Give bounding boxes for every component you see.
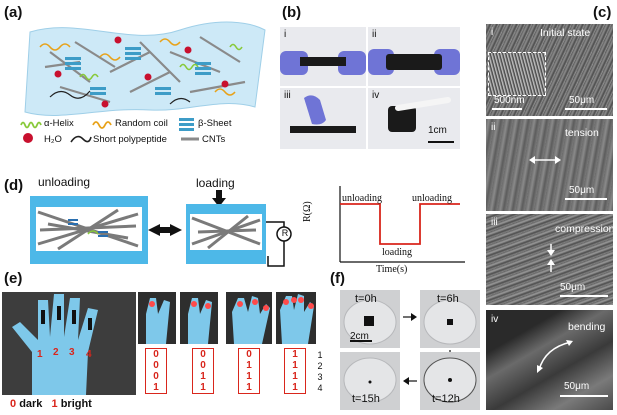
state-bending: bending: [568, 321, 606, 333]
plot-label-loading: loading: [382, 247, 412, 258]
photo-b-ii: [368, 27, 460, 86]
compression-arrows-icon: [547, 244, 555, 272]
panel-label-b: (b): [282, 4, 302, 21]
water-molecule-icon: [23, 133, 33, 143]
label-unloading: unloading: [38, 175, 91, 189]
legend-e: 0 dark 1 bright: [10, 398, 92, 410]
panel-label-c: (c): [593, 4, 612, 21]
panel-label-f: (f): [330, 270, 345, 287]
scale-bar-c-iv: [560, 395, 608, 397]
legend-alpha-helix: α-Helix: [44, 118, 74, 129]
photo-e-glove: [2, 292, 136, 395]
label-c-i: i: [491, 27, 494, 38]
label-b-ii: ii: [372, 29, 377, 40]
photo-e-gesture-1: [138, 292, 176, 344]
resistor-icon: [276, 226, 292, 242]
bending-arrow-icon: [537, 340, 573, 373]
sem-c-ii: [486, 119, 613, 211]
scale-c-ii: 50μm: [569, 185, 595, 196]
sem-inset: [488, 52, 546, 96]
legend-one: 1: [51, 398, 58, 410]
scale-bar-c-inset: [492, 108, 522, 110]
finger-number-3: 3: [69, 347, 75, 358]
sem-c-iii: [486, 214, 613, 305]
photo-b-iii: [280, 88, 366, 149]
photo-f-12h: [420, 352, 480, 410]
scale-f: 2cm: [350, 331, 369, 342]
resistor-label: R: [281, 228, 289, 238]
plot-xlabel: Time(s): [376, 264, 408, 275]
panel-label-e: (e): [4, 270, 23, 287]
alpha-helix-icon: [20, 121, 42, 129]
sem-c-i: [486, 24, 613, 116]
loading-arrow-icon: [212, 190, 226, 207]
photo-e-gesture-2: [180, 292, 218, 344]
finger-number-4: 4: [86, 349, 92, 360]
time-6h: t=6h: [437, 293, 459, 305]
scale-bar-c-iii: [560, 295, 608, 297]
random-coil-icon: [92, 121, 112, 129]
sem-c-iv: [486, 310, 613, 410]
legend-h2o: H₂O: [44, 134, 62, 145]
legend-cnts: CNTs: [202, 134, 226, 145]
legend-zero: 0: [10, 398, 17, 410]
resistance-time-plot: [339, 186, 465, 263]
finger-number-1: 1: [37, 349, 43, 360]
label-b-iv: iv: [372, 90, 380, 101]
cnt-icon: [181, 137, 199, 141]
time-15h: t=15h: [352, 393, 380, 405]
silk-cnt-film-illustration: [24, 21, 266, 116]
finger-number-2: 2: [53, 347, 59, 358]
scale-c-i: 50μm: [569, 95, 595, 106]
arrow-f-1-icon: [403, 313, 417, 321]
plot-ylabel: R(Ω): [302, 201, 313, 222]
label-b-i: i: [284, 29, 287, 40]
sensor-diagram: [30, 196, 292, 267]
legend-dark: dark: [19, 398, 43, 410]
legend-bright: bright: [60, 398, 92, 410]
label-c-iii: iii: [491, 217, 498, 228]
photo-b-i: [280, 27, 366, 86]
label-b-iii: iii: [284, 90, 291, 101]
photo-e-gesture-4: [276, 292, 316, 344]
time-0h: t=0h: [355, 293, 377, 305]
legend-short-polypeptide: Short polypeptide: [93, 134, 167, 145]
scale-bar-c-i: [565, 108, 607, 110]
double-arrow-icon: [148, 224, 182, 236]
plot-label-unloading-1: unloading: [342, 193, 382, 204]
tension-arrow-icon: [529, 156, 561, 164]
state-compression: compression: [555, 223, 615, 235]
beta-sheet-icon: [179, 118, 194, 131]
label-c-iv: iv: [491, 314, 499, 325]
photo-f-0h: [340, 290, 400, 348]
legend-beta-sheet: β-Sheet: [198, 118, 232, 129]
scale-b: 1cm: [428, 125, 447, 136]
scale-bar-c-ii: [565, 198, 607, 200]
short-polypeptide-icon: [70, 135, 92, 143]
legend-random-coil: Random coil: [115, 118, 168, 129]
state-initial: Initial state: [540, 27, 591, 39]
label-c-ii: ii: [491, 122, 496, 133]
photo-f-6h: [420, 290, 480, 348]
panel-label-a: (a): [4, 4, 23, 21]
state-tension: tension: [565, 127, 599, 139]
panel-label-d: (d): [4, 177, 24, 194]
arrow-f-3-icon: [403, 377, 417, 385]
label-loading: loading: [196, 176, 235, 190]
time-12h: t=12h: [432, 393, 460, 405]
photo-e-gesture-3: [226, 292, 272, 344]
scale-c-iii: 50μm: [560, 282, 586, 293]
plot-label-unloading-2: unloading: [412, 193, 452, 204]
photo-f-15h: [340, 352, 400, 410]
scale-c-iv: 50μm: [564, 381, 590, 392]
scale-c-inset: 500nm: [494, 95, 525, 106]
photo-b-iv: [368, 88, 460, 149]
